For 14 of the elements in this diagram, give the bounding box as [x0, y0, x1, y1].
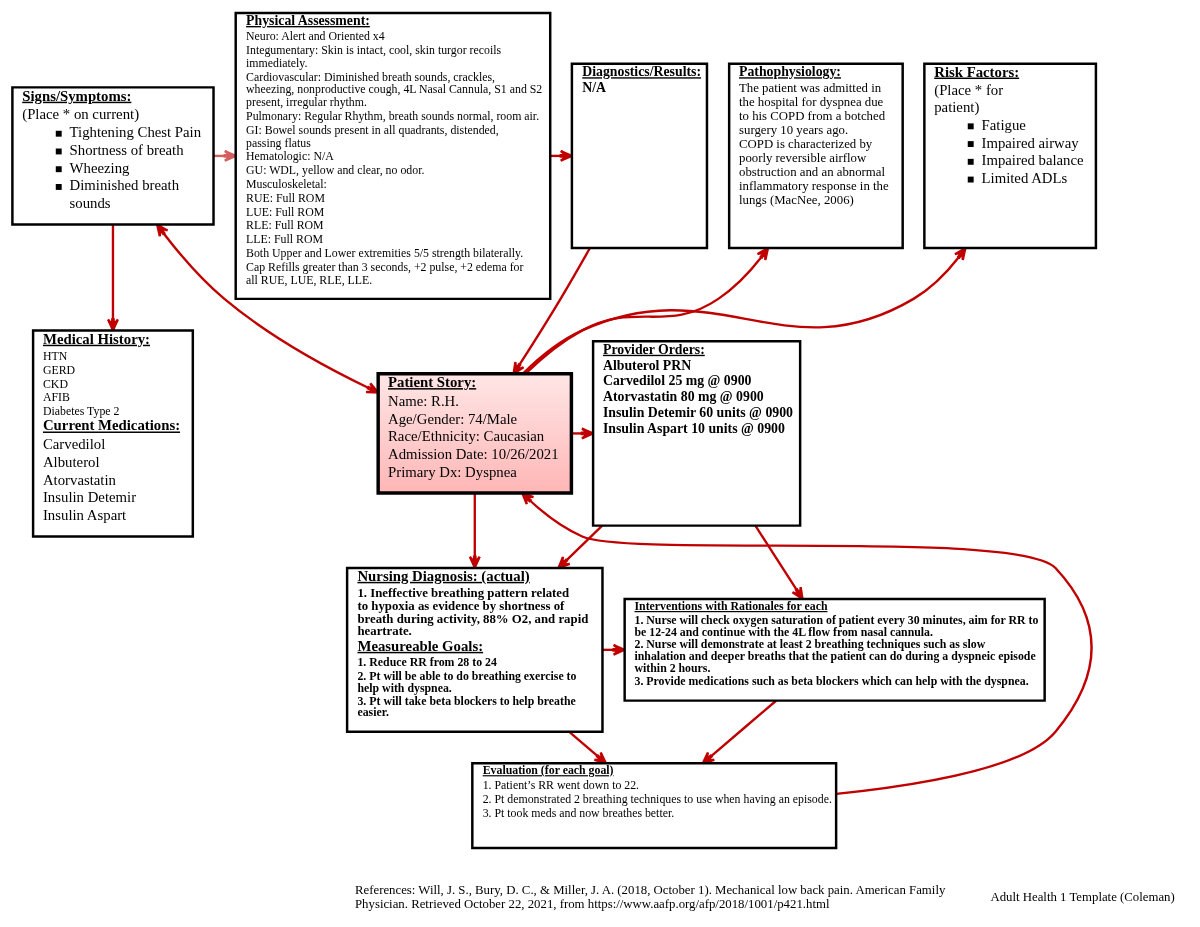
node-box: Signs/Symptoms: (Place * on current) Tightening Chest Pain Shortness of breath Wheezing Diminished breath sounds	[11, 85, 215, 226]
arrow	[106, 224, 120, 331]
node-box: Patient Story: Name: R.H. Age/Gender: 74/Male Race/Ethnicity: Caucasian Admission Date: 10/26/2021 Primary Dx: Dyspnea	[376, 371, 574, 495]
label: Adult Health 1 Template (Coleman)	[990, 889, 1175, 904]
node-box: Risk Factors: (Place * for patient) Fatigue Impaired airway Impaired balance Limited ADLs	[923, 62, 1098, 249]
node-box: Diagnostics/Results: N/A	[570, 62, 709, 249]
node-box: Physical Assessment: Neuro: Alert and Oriented x4 Integumentary: Skin is intact, cool, skin turgor recoils immediately. Cardiovascular: Diminished breath sounds, crackles, wheezing, nonproductive cough, 4L Nasal Cannula, S1 and S2 present, irregular rhythm. Pulmonary: Regular Rhythm, breath sounds normal, room air. GI: Bowel sounds present in all quadrants, distended, passing flatus Hematologic: N/A GU: WDL, yellow and clear, no odor. Musculoskeletal: RUE: Full ROM LUE: Full ROM RLE: Full ROM LLE: Full ROM Both Upper and Lower extremities 5/5 strength bilaterally. Cap Refills greater than 3 seconds, +2 pulse, +2 edema for all RUE, LUE, RLE, LLE.	[234, 11, 552, 300]
node-box: Pathophysiology: The patient was admitted in the hospital for dyspnea due to his COPD from a botched surgery 10 years ago. COPD is characterized by poorly reversible airflow obstruction and an abnormal inflammatory response in the lungs (MacNee, 2006)	[727, 62, 904, 249]
node-box: Provider Orders: Albuterol PRN Carvedilol 25 mg @ 0900 Atorvastatin 80 mg @ 0900 Insulin Detemir 60 units @ 0900 Insulin Aspart 10 units @ 0900	[591, 339, 802, 527]
node-box: Interventions with Rationales for each 1. Nurse will check oxygen saturation of patient every 30 minutes, aim for RR to be 12-24 and continue with the 4L flow from nasal cannula. 2. Nurse will demonstrate at least 2 breathing techniques such as slow inhalation and deeper breaths that the patient can do during a dyspneic episode within 2 hours. 3. Provide medications such as beta blockers which can help with the dyspnea.	[623, 597, 1046, 702]
node-box: Medical History: HTN GERD CKD AFIB Diabetes Type 2 Current Medications: Carvedilol Albuterol Atorvastatin Insulin Detemir Insulin Aspart	[31, 328, 195, 538]
label: References: Will, J. S., Bury, D. C., & Miller, J. A. (2018, October 1). Mechanical low back pain. American Family Physician. Retrieved October 22, 2021, from https://www.aafp.org/afp/2018/1001/p421.html	[355, 882, 946, 911]
node-box: Nursing Diagnosis: (actual) 1. Ineffective breathing pattern related to hypoxia as evidence by shortness of breath during activity, 88% O2, and rapid heartrate. Measureable Goals: 1. Reduce RR from 28 to 24 2. Pt will be able to do breathing exercise to help with dyspnea. 3. Pt will take beta blockers to help breathe easier.	[345, 566, 604, 733]
node-box: Evaluation (for each goal) 1. Patient’s RR went down to 22. 2. Pt demonstrated 2 breathing techniques to use when having an episode. 3. Pt took meds and now breathes better.	[471, 761, 838, 849]
